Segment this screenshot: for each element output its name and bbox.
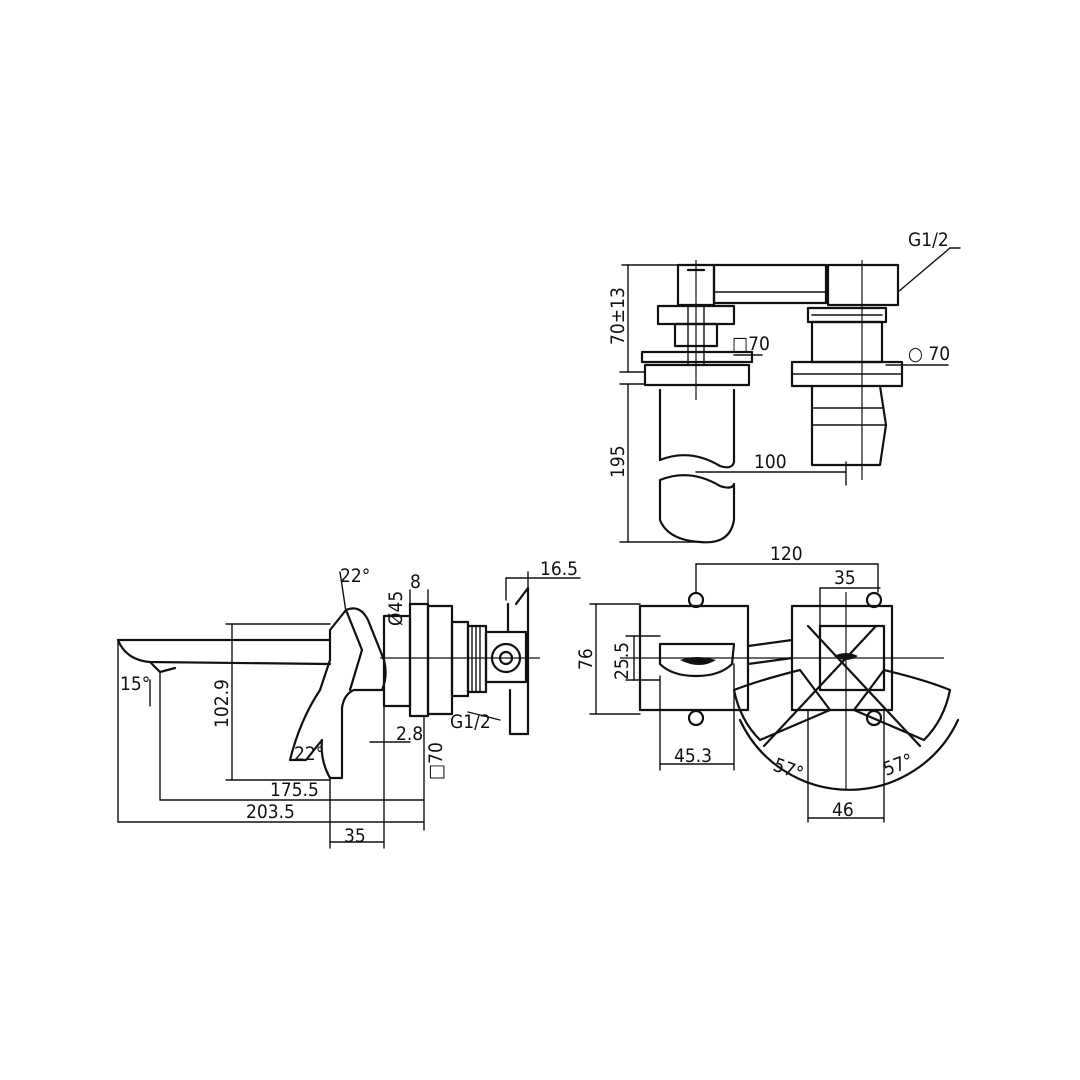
dim-175-5: 175.5 — [270, 779, 319, 801]
dim-35-side: 35 — [344, 825, 366, 847]
dim-diameter-45: Ø45 — [385, 591, 407, 626]
dim-70-pm-13: 70±13 — [607, 287, 629, 345]
dim-120: 120 — [770, 543, 803, 565]
dim-46: 46 — [832, 799, 854, 821]
angle-spout: 15° — [120, 673, 150, 695]
front-view: 120 35 76 25.5 45.3 57° 57° 46 — [575, 543, 960, 823]
thread-callout-side: G1/2 — [450, 711, 491, 733]
angle-right: 57° — [880, 750, 916, 781]
dim-100: 100 — [754, 451, 787, 473]
dim-square-plate-top: □70 — [732, 333, 770, 355]
dim-76: 76 — [575, 648, 597, 670]
dim-16-5: 16.5 — [540, 558, 578, 580]
side-view: 22° 22° 15° Ø45 8 16.5 102.9 2.8 □70 G1/… — [116, 558, 581, 849]
thread-callout-top: G1/2 — [908, 229, 949, 251]
dim-square-plate-side: □70 — [425, 742, 447, 780]
angle-bottom: 22° — [294, 743, 324, 765]
dim-2-8: 2.8 — [396, 723, 423, 745]
dim-195: 195 — [607, 445, 629, 478]
dim-45-3: 45.3 — [674, 745, 712, 767]
top-view: G1/2 70±13 □70 ○ 70 195 100 — [607, 229, 961, 544]
angle-top: 22° — [340, 565, 370, 587]
dim-203-5: 203.5 — [246, 801, 295, 823]
dim-round-plate: ○ 70 — [908, 343, 950, 365]
dim-25-5: 25.5 — [611, 642, 633, 680]
dim-35-front: 35 — [834, 567, 856, 589]
dim-8: 8 — [410, 571, 421, 593]
dim-102-9: 102.9 — [211, 679, 233, 728]
